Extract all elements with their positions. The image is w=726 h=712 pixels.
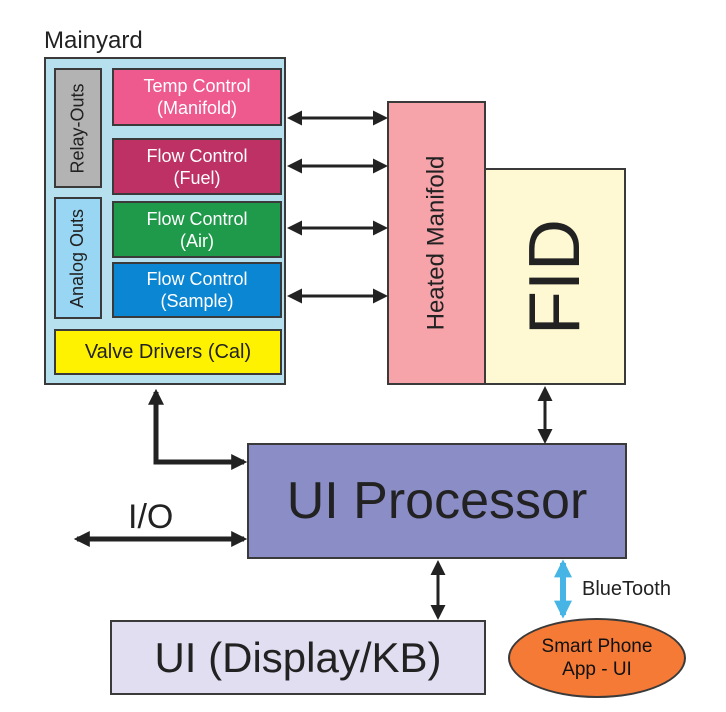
- analog-outs-block: Analog Outs: [54, 197, 102, 319]
- flow-control-air-block: Flow Control (Air): [112, 201, 282, 258]
- smart-phone-app-ellipse: Smart Phone App - UI: [508, 618, 686, 698]
- valve-drivers-block: Valve Drivers (Cal): [54, 329, 282, 375]
- ui-display-block: UI (Display/KB): [110, 620, 486, 695]
- relay-outs-block: Relay-Outs: [54, 68, 102, 188]
- flow-control-sample-block: Flow Control (Sample): [112, 262, 282, 318]
- arrow-mainyard-processor: [147, 388, 248, 471]
- temp-control-block: Temp Control (Manifold): [112, 68, 282, 126]
- flow-control-fuel-block: Flow Control (Fuel): [112, 138, 282, 195]
- fid-block: FID: [484, 168, 626, 385]
- heated-manifold-block: Heated Manifold: [387, 101, 486, 385]
- io-label: I/O: [128, 498, 174, 536]
- ui-processor-block: UI Processor: [247, 443, 627, 559]
- mainyard-title: Mainyard: [44, 27, 143, 54]
- bluetooth-label: BlueTooth: [582, 578, 671, 600]
